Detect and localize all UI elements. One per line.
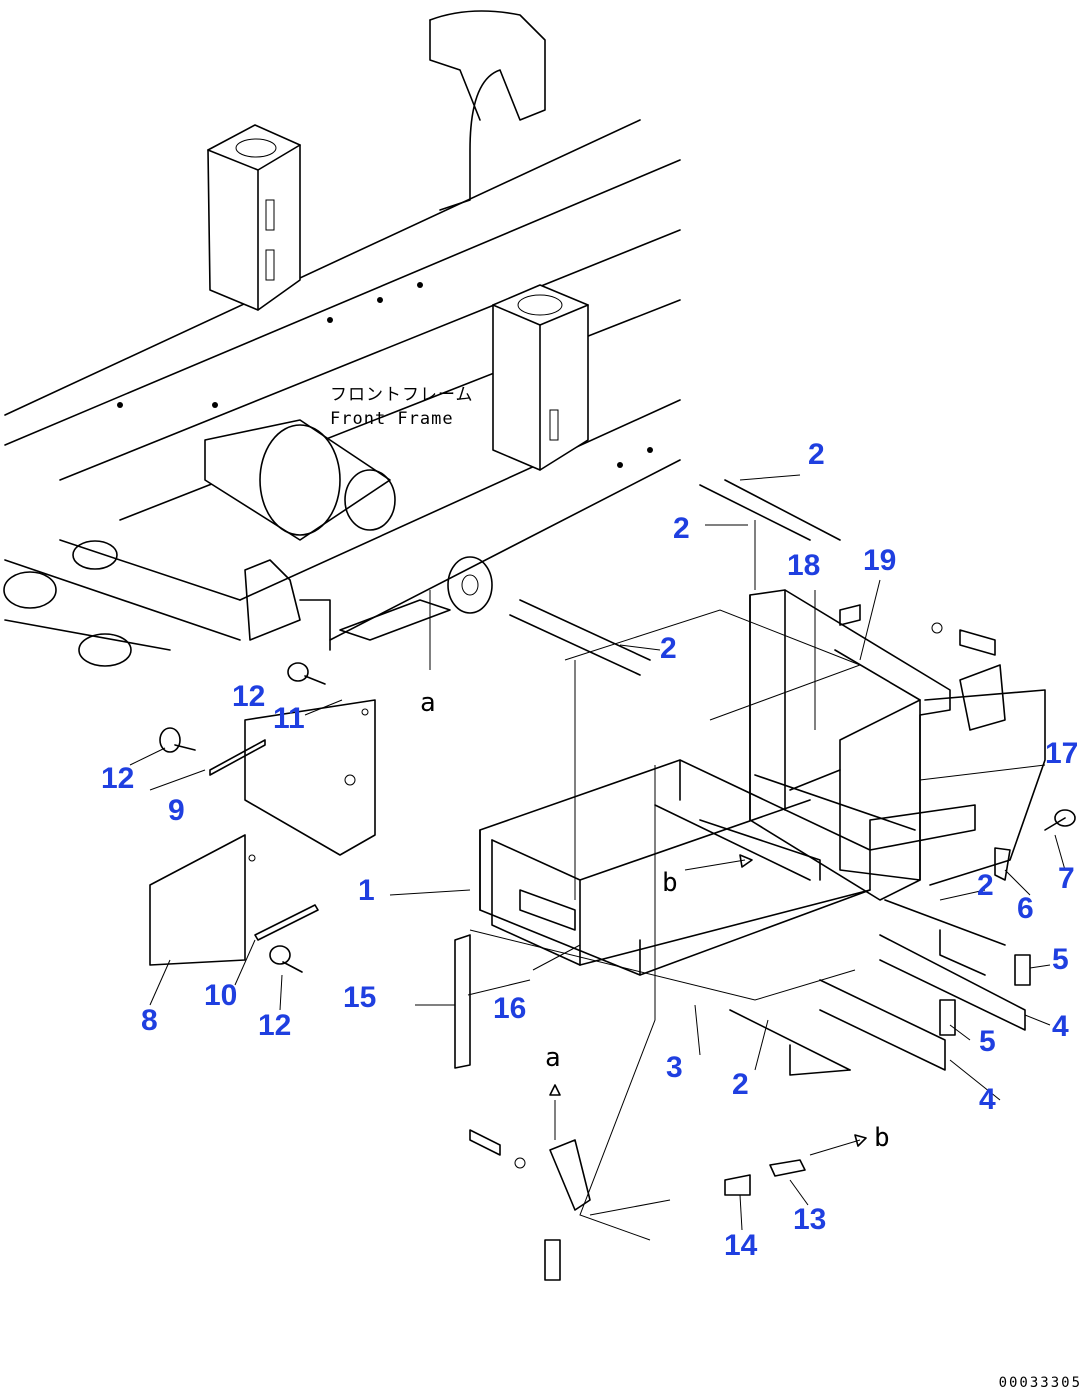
callout-2-c: 2	[660, 632, 677, 665]
document-code: 00033305	[998, 1375, 1082, 1391]
front-frame-label-jp: フロントフレーム	[330, 385, 474, 405]
callout-2-a: 2	[808, 438, 825, 471]
callout-11: 11	[273, 702, 305, 735]
callout-8: 8	[141, 1004, 158, 1037]
callout-6: 6	[1017, 892, 1034, 925]
view-marker-a-bottom: a	[545, 1043, 561, 1073]
callout-5-b: 5	[979, 1025, 996, 1058]
callout-4-b: 4	[979, 1083, 996, 1116]
callout-10: 10	[204, 979, 238, 1012]
callout-2-e: 2	[732, 1068, 749, 1101]
callout-5-a: 5	[1052, 943, 1069, 976]
callout-16: 16	[493, 992, 527, 1025]
callout-9: 9	[168, 794, 185, 827]
bar-drawing	[454, 934, 471, 1069]
fasteners-drawing	[129, 474, 1076, 1281]
plates-drawing	[509, 479, 1026, 1076]
view-marker-b-left: b	[662, 868, 678, 898]
callout-3: 3	[666, 1051, 683, 1084]
callout-15: 15	[343, 981, 377, 1014]
front-frame-drawing	[3, 10, 681, 667]
callout-12-c: 12	[258, 1009, 292, 1042]
front-frame-label-en: Front Frame	[330, 409, 454, 429]
callout-13: 13	[793, 1203, 827, 1236]
callout-14: 14	[724, 1229, 758, 1262]
callout-18: 18	[787, 549, 821, 582]
callout-4-a: 4	[1052, 1010, 1069, 1043]
rear-bracket-drawing	[749, 589, 1046, 901]
step-box-drawing	[469, 609, 871, 1001]
callout-7: 7	[1058, 862, 1075, 895]
view-marker-a-top: a	[420, 688, 436, 718]
callout-12-b: 12	[101, 762, 135, 795]
cover-plate-drawing	[149, 699, 376, 966]
callout-12-a: 12	[232, 680, 266, 713]
callout-17: 17	[1045, 737, 1079, 770]
view-marker-b-right: b	[874, 1123, 890, 1153]
callout-19: 19	[863, 544, 897, 577]
callout-2-b: 2	[673, 512, 690, 545]
callout-2-d: 2	[977, 869, 994, 902]
callout-1: 1	[358, 874, 375, 907]
